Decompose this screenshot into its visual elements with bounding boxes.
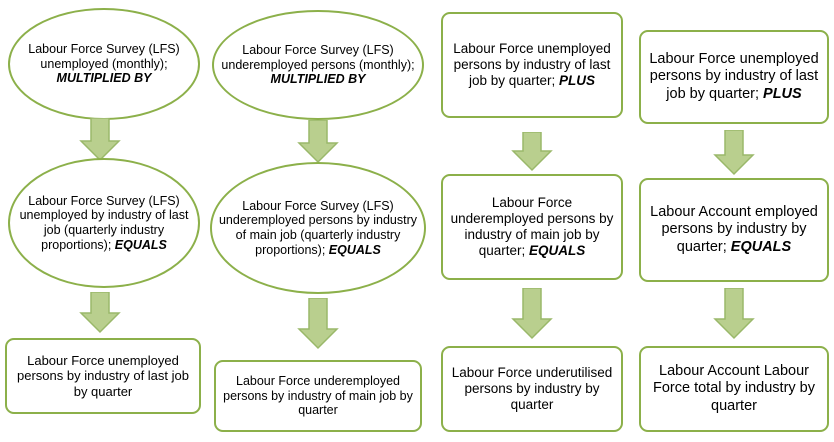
node-emphasis: MULTIPLIED BY: [56, 71, 152, 86]
node-emphasis: EQUALS: [114, 237, 167, 252]
node-emphasis: MULTIPLIED BY: [270, 72, 366, 87]
node-text: Labour Account employed persons by indus…: [650, 204, 818, 255]
node-emphasis: PLUS: [559, 72, 596, 88]
arrow-col3-2-to-3: [510, 288, 554, 340]
node-text: Labour Force unemployed persons by indus…: [453, 41, 611, 88]
arrow-col1-2-to-3: [78, 292, 122, 334]
node-emphasis: EQUALS: [529, 242, 586, 258]
node-lf-underemployed-by-industry-quarter: Labour Force underemployed persons by in…: [214, 360, 422, 432]
node-la-labour-force-total: Labour Account Labour Force total by ind…: [639, 346, 829, 432]
node-lf-underemployed-equals: Labour Force underemployed persons by in…: [441, 174, 623, 280]
node-lf-unemployed-plus: Labour Force unemployed persons by indus…: [441, 12, 623, 118]
node-text: Labour Account Labour Force total by ind…: [653, 363, 815, 414]
node-text: Labour Force underemployed persons by in…: [223, 373, 413, 418]
node-text: Labour Force underutilised persons by in…: [451, 365, 613, 412]
node-lf-unemployed-by-industry-quarter: Labour Force unemployed persons by indus…: [5, 338, 201, 414]
arrow-col3-1-to-2: [510, 132, 554, 172]
node-text: Labour Force Survey (LFS) underemployed …: [221, 42, 415, 72]
arrow-col4-1-to-2: [712, 130, 756, 176]
node-text: Labour Force Survey (LFS) unemployed (mo…: [28, 41, 180, 71]
node-text: Labour Force underemployed persons by in…: [450, 195, 614, 258]
node-emphasis: PLUS: [763, 85, 802, 102]
arrow-col2-2-to-3: [296, 298, 340, 350]
node-lf-unemployed-plus-2: Labour Force unemployed persons by indus…: [639, 30, 829, 124]
node-lfs-unemployed-industry-proportions: Labour Force Survey (LFS) unemployed by …: [8, 158, 200, 288]
node-lfs-unemployed-monthly: Labour Force Survey (LFS) unemployed (mo…: [8, 8, 200, 120]
node-text: Labour Force Survey (LFS) underemployed …: [218, 198, 418, 257]
node-lfs-underemployed-monthly: Labour Force Survey (LFS) underemployed …: [212, 10, 424, 120]
node-text: Labour Force Survey (LFS) unemployed by …: [19, 193, 189, 252]
arrow-col2-1-to-2: [296, 120, 340, 164]
node-emphasis: EQUALS: [730, 238, 792, 255]
node-text: Labour Force unemployed persons by indus…: [649, 51, 819, 102]
node-lf-underutilised-persons: Labour Force underutilised persons by in…: [441, 346, 623, 432]
arrow-col1-1-to-2: [78, 118, 122, 162]
node-lfs-underemployed-industry-proportions: Labour Force Survey (LFS) underemployed …: [210, 162, 426, 294]
node-text: Labour Force unemployed persons by indus…: [17, 353, 189, 399]
arrow-col4-2-to-3: [712, 288, 756, 340]
node-emphasis: EQUALS: [328, 242, 381, 257]
node-la-employed-persons: Labour Account employed persons by indus…: [639, 178, 829, 282]
